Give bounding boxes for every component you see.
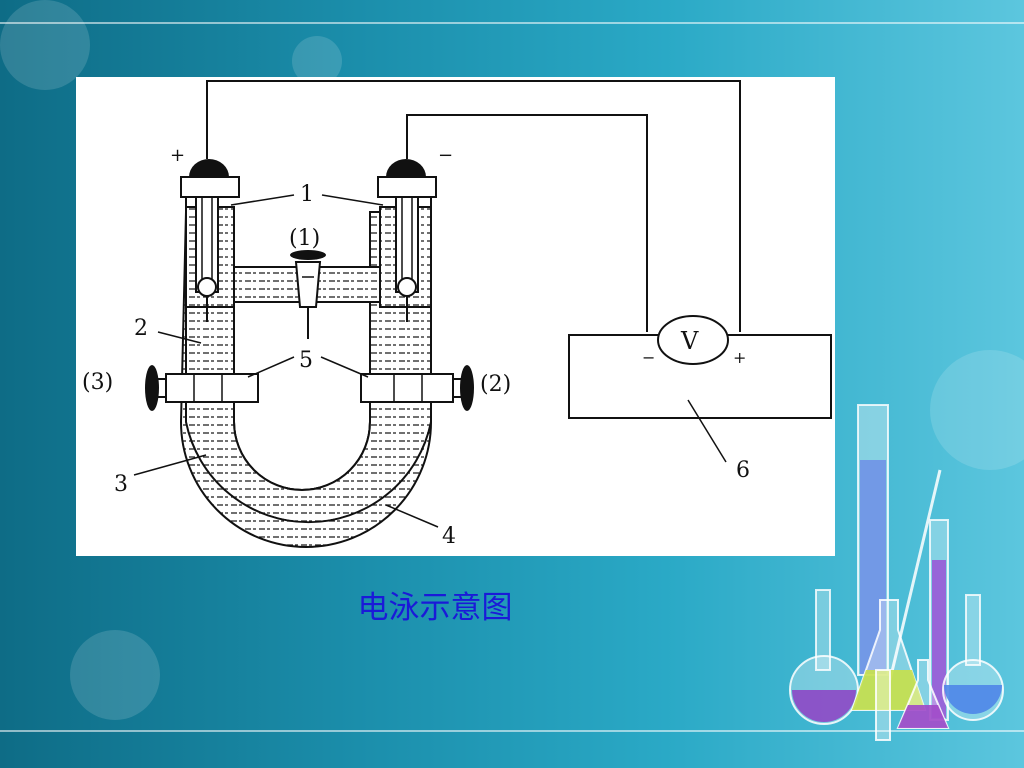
label-3: 3	[114, 472, 128, 497]
label-minus-right: −	[438, 145, 453, 166]
right-electrode-cap	[377, 176, 437, 198]
diagram-caption: 电泳示意图	[357, 590, 513, 626]
left-terminal-knob	[189, 159, 229, 177]
electrophoresis-diagram: + − 1 (1) 2 (3) 5 (2) 3 4 6 V − +	[76, 77, 835, 556]
label-plus-left: +	[170, 145, 185, 166]
left-electrode-cap	[180, 176, 240, 198]
right-stopcock-knob	[460, 365, 474, 411]
right-stopcock	[360, 373, 454, 403]
background-bottom-line	[0, 730, 1024, 732]
label-3-paren: (3)	[82, 370, 113, 395]
center-stopcock-handle	[290, 250, 326, 260]
electrophoresis-diagram-svg: + − 1 (1) 2 (3) 5 (2) 3 4 6 V − +	[82, 80, 832, 549]
background-bubble	[0, 0, 90, 90]
left-stopcock	[165, 373, 259, 403]
right-terminal-knob	[386, 159, 426, 177]
label-1-paren: (1)	[289, 226, 320, 251]
left-stopcock-knob	[145, 365, 159, 411]
label-6: 6	[736, 458, 750, 483]
meter-minus-label: −	[642, 348, 655, 367]
label-4: 4	[442, 524, 456, 549]
voltmeter-label: V	[680, 327, 699, 355]
meter-plus-label: +	[733, 348, 746, 367]
label-1: 1	[300, 182, 314, 207]
lab-glassware-illustration	[789, 404, 1004, 741]
label-5: 5	[299, 348, 313, 373]
label-2: 2	[134, 316, 148, 341]
voltmeter	[657, 315, 729, 365]
background-bubble	[70, 630, 160, 720]
background-top-line	[0, 22, 1024, 24]
negative-wire	[406, 114, 648, 332]
positive-wire	[206, 80, 741, 332]
label-2-paren: (2)	[480, 372, 511, 397]
background-bubble	[930, 350, 1024, 470]
center-funnel	[294, 261, 322, 308]
